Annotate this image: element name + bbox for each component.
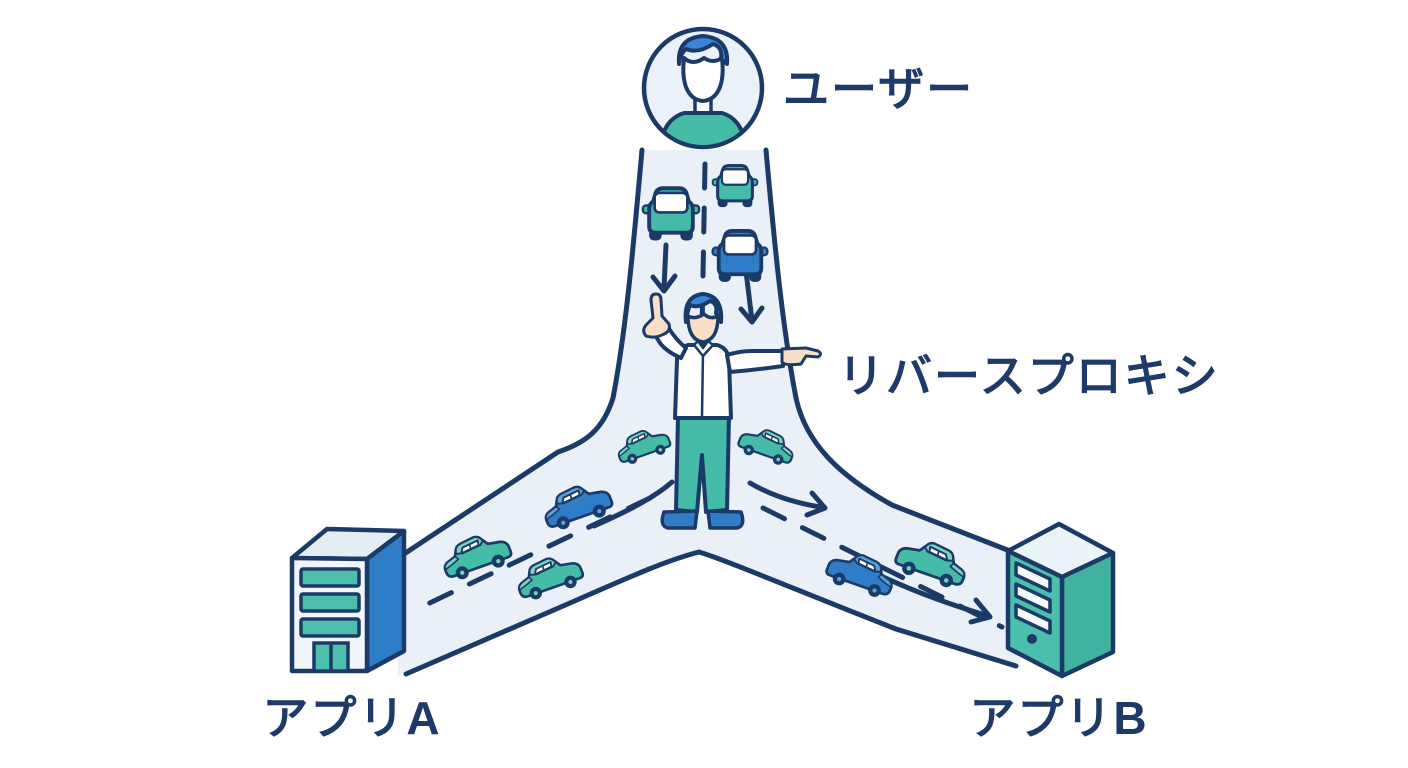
reverse-proxy-label: リバースプロキシ: [838, 350, 1220, 402]
down-arrow-icon: [650, 242, 678, 294]
road-edge-right: [763, 147, 1013, 554]
app-a-label: アプリA: [262, 692, 441, 744]
right-arrow-icon: [747, 480, 828, 518]
user-label: ユーザー: [783, 63, 974, 115]
server-tower-icon: [1005, 521, 1116, 679]
user-avatar-icon: [641, 26, 765, 150]
junction-curve-line: [591, 479, 675, 529]
road-edge-inner: [403, 549, 1019, 677]
traffic-director-icon: [642, 292, 822, 530]
app-b-label: アプリB: [969, 692, 1148, 744]
road-edge-left: [401, 147, 645, 557]
office-building-icon: [289, 526, 407, 674]
